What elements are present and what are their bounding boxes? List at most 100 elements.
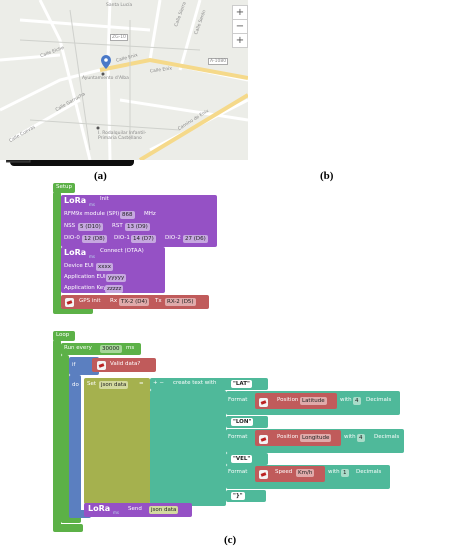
longitude-dropdown[interactable]: Longitude xyxy=(300,434,332,442)
rx-pin-dropdown[interactable]: TX-2 (D4) xyxy=(119,298,150,306)
run-every-foot xyxy=(61,515,81,523)
lora-logo-sub: ms xyxy=(113,510,119,515)
valid-data-block[interactable] xyxy=(92,358,156,372)
string-vel[interactable]: "VEL" xyxy=(231,455,253,463)
if-block[interactable] xyxy=(69,357,99,375)
decimals-label: Decimals xyxy=(366,397,392,403)
loop-label: Loop xyxy=(56,332,70,338)
device-eui-field[interactable]: xxxx xyxy=(96,263,114,271)
latitude-dropdown[interactable]: Latitude xyxy=(300,397,327,405)
dio0-dropdown[interactable]: 12 (D8) xyxy=(82,235,107,243)
create-text-label: create text with xyxy=(173,380,217,386)
dio0-label: DIO-0 xyxy=(64,235,80,241)
loop-hat[interactable] xyxy=(53,331,75,341)
position-label: Position xyxy=(277,397,299,403)
lat-decimals-field[interactable]: 4 xyxy=(353,397,361,405)
format-label: Format xyxy=(228,434,248,440)
with-label: with xyxy=(344,434,356,440)
setup-label: Setup xyxy=(56,184,73,190)
zoom-out-button[interactable]: − xyxy=(232,19,248,34)
decimals-label: Decimals xyxy=(374,434,400,440)
lora-logo-sub: ms xyxy=(89,254,95,259)
dio2-dropdown[interactable]: 27 (D6) xyxy=(183,235,208,243)
create-text-block[interactable] xyxy=(150,378,238,390)
dio1-dropdown[interactable]: 14 (D7) xyxy=(131,235,156,243)
nss-dropdown[interactable]: 5 (D10) xyxy=(78,223,103,231)
gps-init-label: GPS init xyxy=(79,298,101,304)
recenter-button[interactable]: + xyxy=(232,33,248,48)
app-key-field[interactable]: zzzzz xyxy=(105,285,124,293)
setup-foot xyxy=(53,308,93,314)
lora-logo: LoRa xyxy=(64,248,87,257)
app-key-label: Application Key xyxy=(64,285,107,291)
format-label: Format xyxy=(228,469,248,475)
send-label: Send xyxy=(128,506,142,512)
device-eui-label: Device EUI xyxy=(64,263,94,269)
loop-spine xyxy=(53,340,61,530)
panel-a-label: (a) xyxy=(94,170,107,182)
lon-decimals-field[interactable]: 4 xyxy=(357,434,365,442)
zoom-in-button[interactable]: + xyxy=(232,5,248,20)
rst-dropdown[interactable]: 13 (D9) xyxy=(125,223,150,231)
speed-decimals-field[interactable]: 1 xyxy=(341,469,349,477)
with-label: with xyxy=(328,469,340,475)
lora-init-action: Init xyxy=(100,196,109,202)
gps-icon xyxy=(259,435,268,444)
run-every-label: Run every xyxy=(64,345,92,351)
gps-icon xyxy=(259,470,268,479)
app-eui-field[interactable]: yyyyy xyxy=(106,274,127,282)
lora-logo: LoRa xyxy=(64,196,87,205)
rst-label: RST xyxy=(112,223,123,229)
string-lon[interactable]: "LON" xyxy=(231,418,254,426)
setup-hat[interactable] xyxy=(53,183,75,193)
lora-logo-sub: ms xyxy=(89,202,95,207)
mhz-unit: MHz xyxy=(144,211,156,217)
speed-unit-dropdown[interactable]: Km/h xyxy=(296,469,315,477)
map-view[interactable]: + − + Santa Lucía Calle Elche Calle Enix… xyxy=(0,0,248,160)
tx-label: Tx xyxy=(155,298,162,304)
speed-label: Speed xyxy=(275,469,293,475)
if-label: if xyxy=(72,362,76,368)
string-lat[interactable]: "LAT" xyxy=(231,380,252,388)
gps-icon xyxy=(259,398,268,407)
lora-logo: LoRa xyxy=(88,504,111,513)
dio1-label: DIO-1 xyxy=(114,235,130,241)
decimals-label: Decimals xyxy=(356,469,382,475)
if-foot xyxy=(69,510,91,518)
valid-data-label: Valid data? xyxy=(110,361,141,367)
position-label: Position xyxy=(277,434,299,440)
plus-minus: + − xyxy=(153,380,164,386)
run-every-spine xyxy=(61,355,69,523)
equals-label: = xyxy=(139,381,144,387)
nss-label: NSS xyxy=(64,223,76,229)
set-variable-block[interactable] xyxy=(84,378,150,504)
rx-label: Rx xyxy=(110,298,118,304)
variable-dropdown[interactable]: json data xyxy=(99,381,129,389)
map-streets xyxy=(0,0,248,160)
road-badge: ZG-10 xyxy=(110,34,128,41)
panel-c-label: (c) xyxy=(224,534,237,546)
lora-connect-action: Connect (OTAA) xyxy=(100,248,144,254)
gps-icon xyxy=(97,361,106,370)
panel-b-label: (b) xyxy=(320,170,334,182)
interval-unit: ms xyxy=(126,345,135,351)
place-label: Ayuntamiento d'Alba xyxy=(82,76,129,81)
loop-foot xyxy=(53,524,83,532)
street-label: Santa Lucía xyxy=(106,3,133,8)
app-eui-label: Application EUI xyxy=(64,274,106,280)
gps-icon xyxy=(65,298,74,307)
road-badge: A-1080 xyxy=(208,58,229,65)
dio2-label: DIO-2 xyxy=(165,235,181,241)
string-close[interactable]: "}" xyxy=(231,492,245,500)
if-spine xyxy=(69,375,81,515)
frequency-dropdown[interactable]: 868 xyxy=(120,211,135,219)
send-variable-block[interactable]: json data xyxy=(149,506,179,514)
format-label: Format xyxy=(228,397,248,403)
setup-spine xyxy=(53,192,61,312)
location-pin xyxy=(101,55,111,69)
set-label: Set xyxy=(87,381,97,387)
interval-field[interactable]: 30000 xyxy=(100,345,122,353)
tx-pin-dropdown[interactable]: RX-2 (D5) xyxy=(165,298,196,306)
rfm-label: RFM9x module (SPI) xyxy=(64,211,120,217)
create-text-body xyxy=(150,390,226,506)
